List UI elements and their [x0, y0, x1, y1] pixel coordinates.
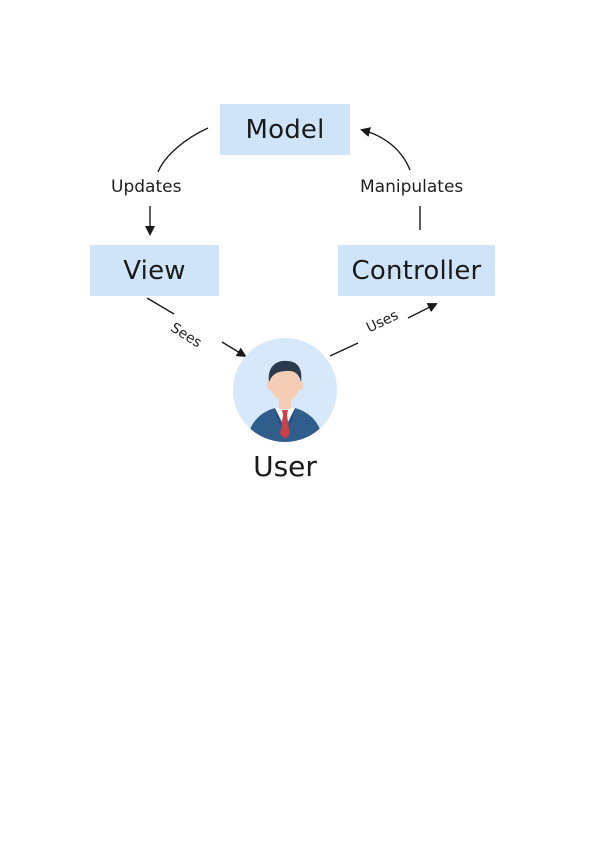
- user-avatar-icon: [233, 338, 337, 442]
- view-box: View: [90, 245, 219, 296]
- arrow-user-to-controller: [407, 303, 438, 319]
- edge-label-updates: Updates: [111, 177, 182, 197]
- arrow-view-to-user: [221, 341, 247, 358]
- edge-label-manipulates: Manipulates: [360, 177, 464, 197]
- arrow-view-to-user-tail: [146, 297, 175, 315]
- arrow-user-to-controller-tail: [329, 342, 359, 357]
- arrow-model-to-view: [157, 127, 209, 173]
- model-box: Model: [220, 104, 350, 155]
- user-label: User: [253, 450, 317, 483]
- arrow-controller-to-model: [360, 127, 411, 171]
- controller-box: Controller: [338, 245, 495, 296]
